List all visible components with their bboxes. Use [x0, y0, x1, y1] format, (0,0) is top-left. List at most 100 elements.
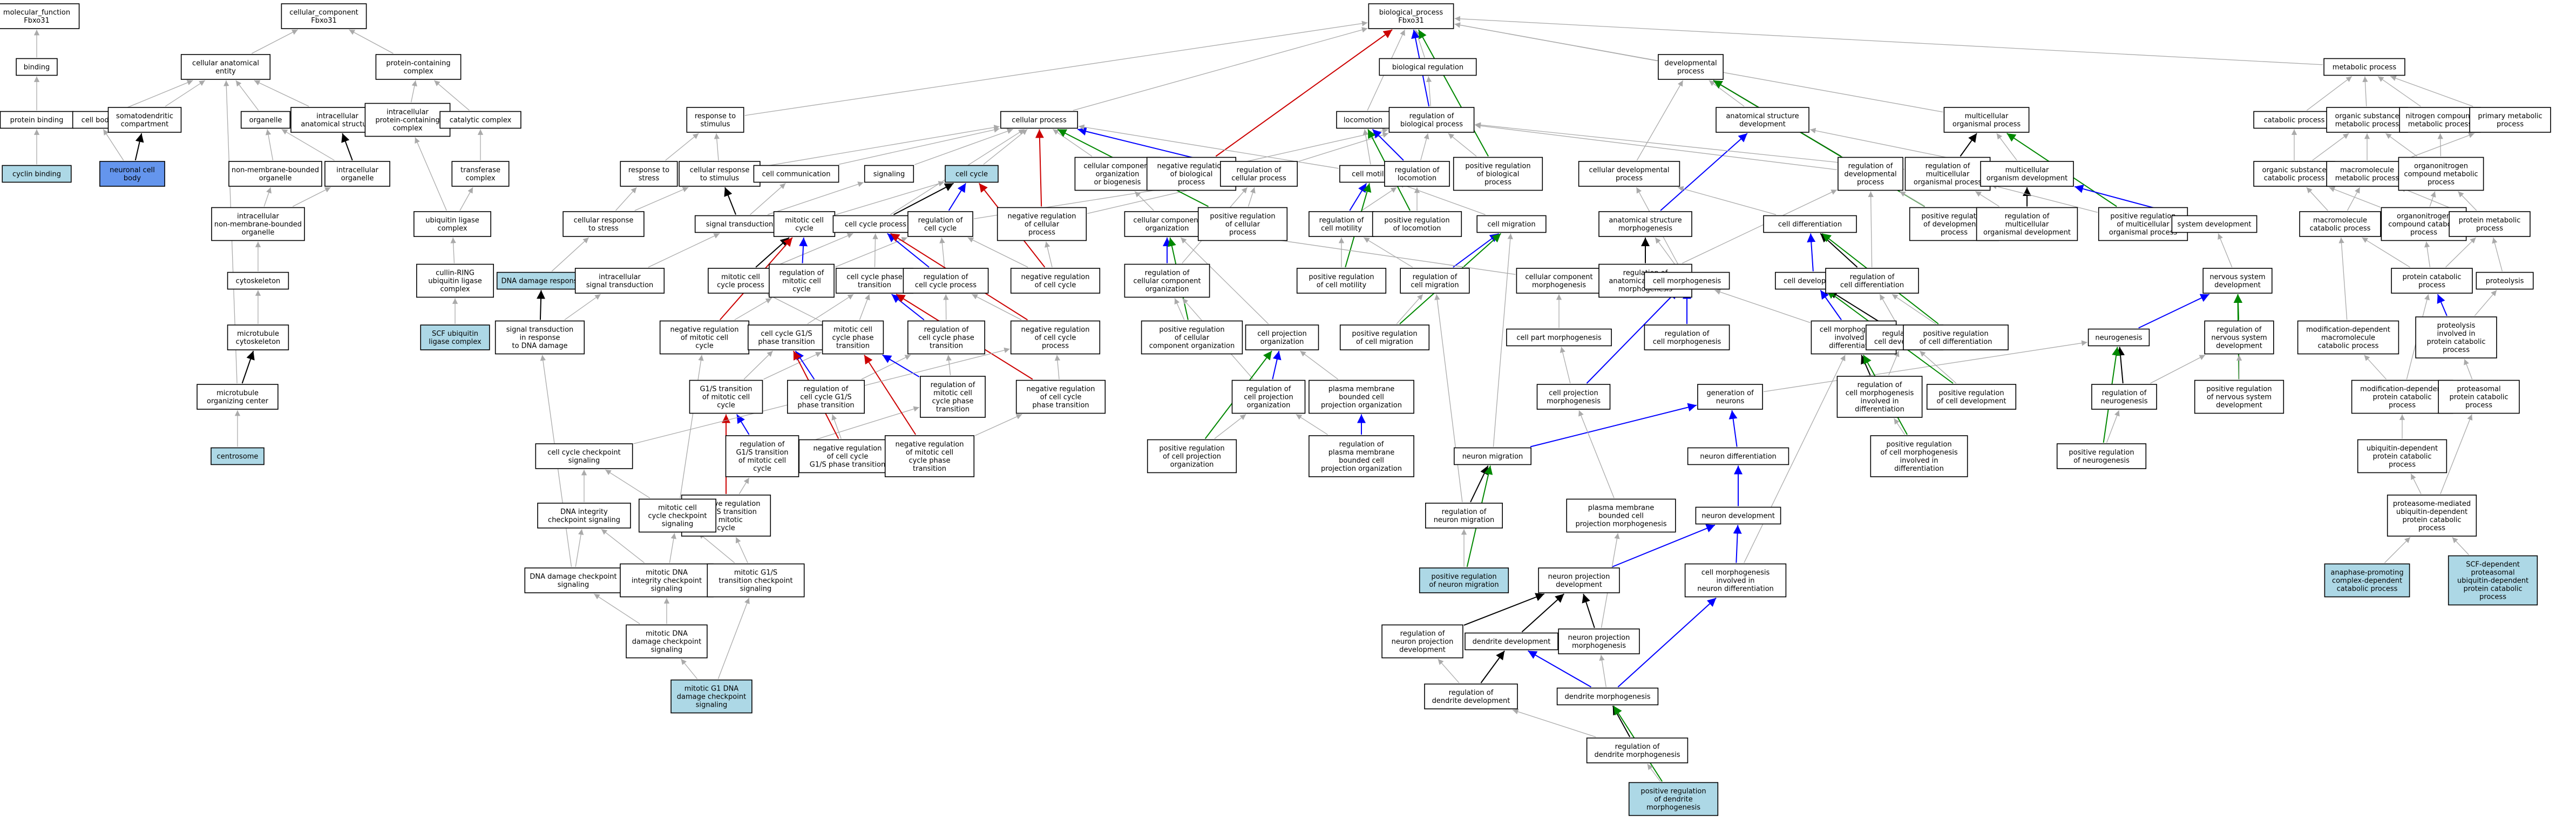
term-node-cell-part-morph[interactable]: cell part morphogenesis: [1506, 328, 1612, 347]
term-node-cell-differentiation[interactable]: cell differentiation: [1763, 215, 1857, 233]
term-node-protein-binding[interactable]: protein binding: [0, 111, 74, 129]
term-node-apc-catabolic[interactable]: anaphase-promotingcomplex-dependentcatab…: [2324, 563, 2410, 598]
term-node-proteasome-ub-catabolic[interactable]: proteasome-mediatedubiquitin-dependentpr…: [2387, 495, 2477, 537]
term-node-catalytic-complex[interactable]: catalytic complex: [439, 111, 521, 129]
term-node-dendrite-morph[interactable]: dendrite morphogenesis: [1556, 687, 1659, 706]
term-node-cell-morph[interactable]: cell morphogenesis: [1644, 272, 1730, 290]
term-node-metabolic-process[interactable]: metabolic process: [2323, 58, 2405, 76]
term-node-dna-damage-response[interactable]: DNA damage response: [496, 272, 587, 290]
term-node-signaling[interactable]: signaling: [864, 165, 914, 183]
term-node-neurogenesis[interactable]: neurogenesis: [2087, 328, 2150, 347]
term-node-cell-migration[interactable]: cell migration: [1476, 215, 1547, 233]
term-node-locomotion[interactable]: locomotion: [1336, 111, 1390, 129]
term-node-centrosome[interactable]: centrosome: [211, 447, 265, 465]
term-node-modification-macromolecule-catabolic[interactable]: modification-dependentmacromoleculecatab…: [2297, 320, 2399, 355]
term-node-signal-transduction[interactable]: signal transduction: [694, 215, 785, 233]
term-node-biological-regulation[interactable]: biological regulation: [1379, 58, 1477, 76]
term-node-proteolysis[interactable]: proteolysis: [2476, 272, 2534, 290]
term-node-dendrite-development[interactable]: dendrite development: [1465, 632, 1558, 651]
term-node-cyclin-binding[interactable]: cyclin binding: [2, 165, 72, 183]
term-node-catabolic-process[interactable]: catabolic process: [2253, 111, 2335, 129]
term-node-scf-catabolic[interactable]: SCF-dependentproteasomalubiquitin-depend…: [2448, 555, 2538, 606]
